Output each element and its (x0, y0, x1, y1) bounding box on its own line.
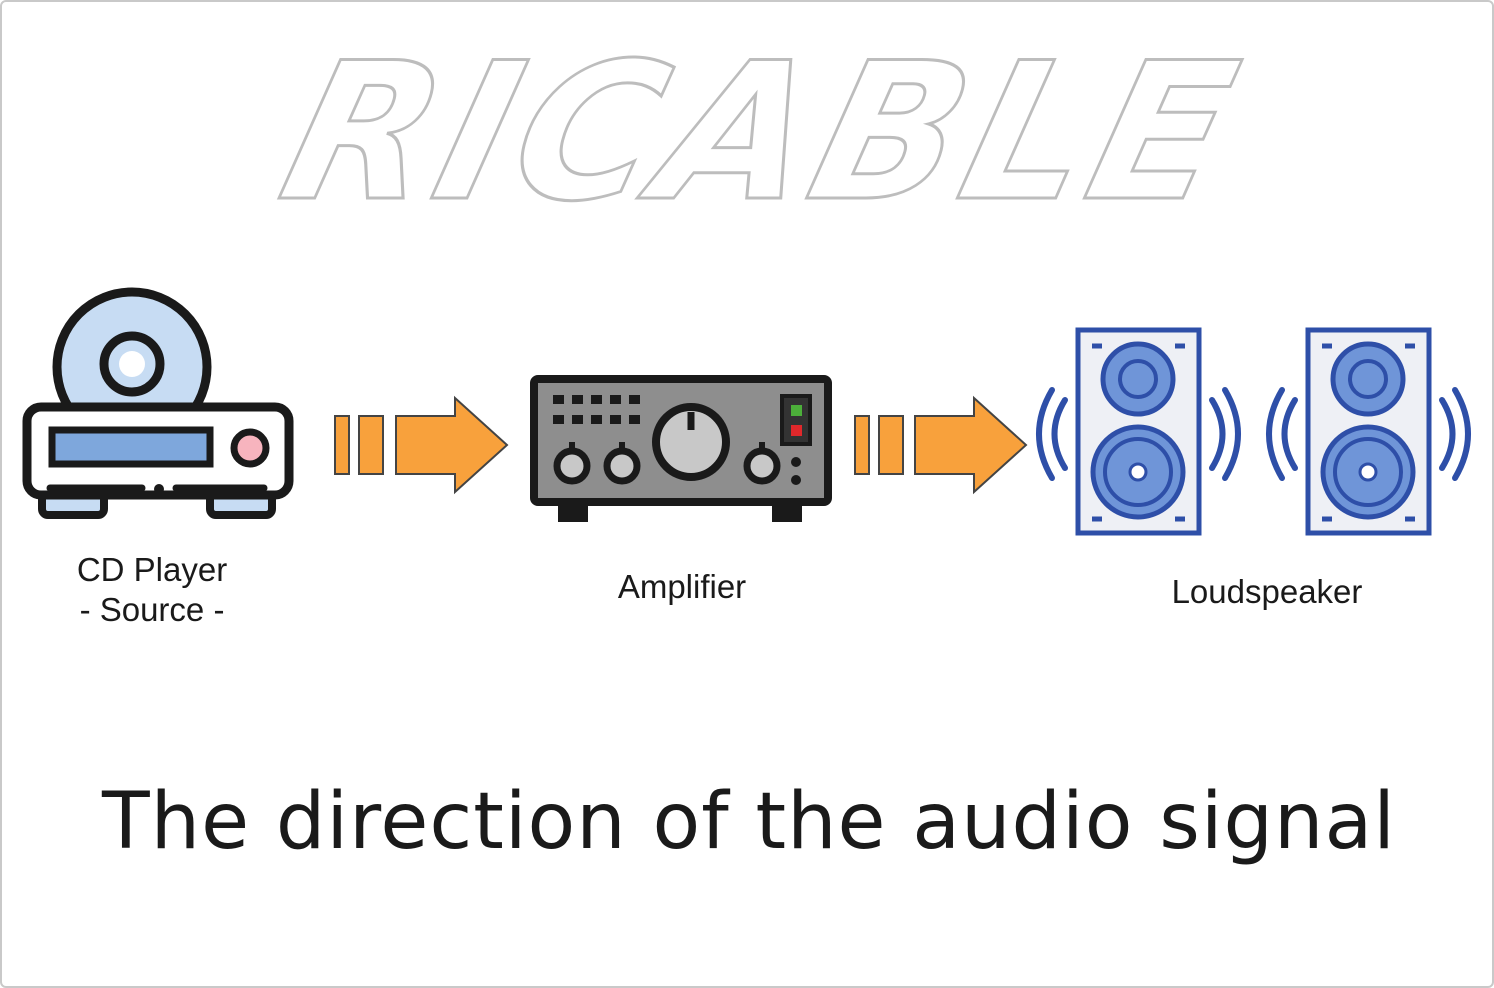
signal-arrow-2 (854, 395, 1028, 495)
cd-player-label-line2: - Source - (79, 591, 225, 628)
ricable-logo: RICABLE (262, 40, 1261, 245)
amplifier-label: Amplifier (617, 568, 747, 605)
cd-player-icon (22, 287, 294, 519)
logo-text: RICABLE (264, 40, 1260, 243)
loudspeaker-label: Loudspeaker (1171, 573, 1363, 610)
amplifier-icon (530, 375, 832, 522)
loudspeaker-left-icon (1036, 327, 1241, 536)
diagram-caption: The direction of the audio signal (102, 777, 1396, 867)
cd-player-label: CD Player - Source - (42, 550, 262, 630)
signal-arrow-1 (334, 395, 509, 495)
loudspeaker-right-icon (1266, 327, 1471, 536)
cd-player-label-line1: CD Player (76, 551, 228, 588)
